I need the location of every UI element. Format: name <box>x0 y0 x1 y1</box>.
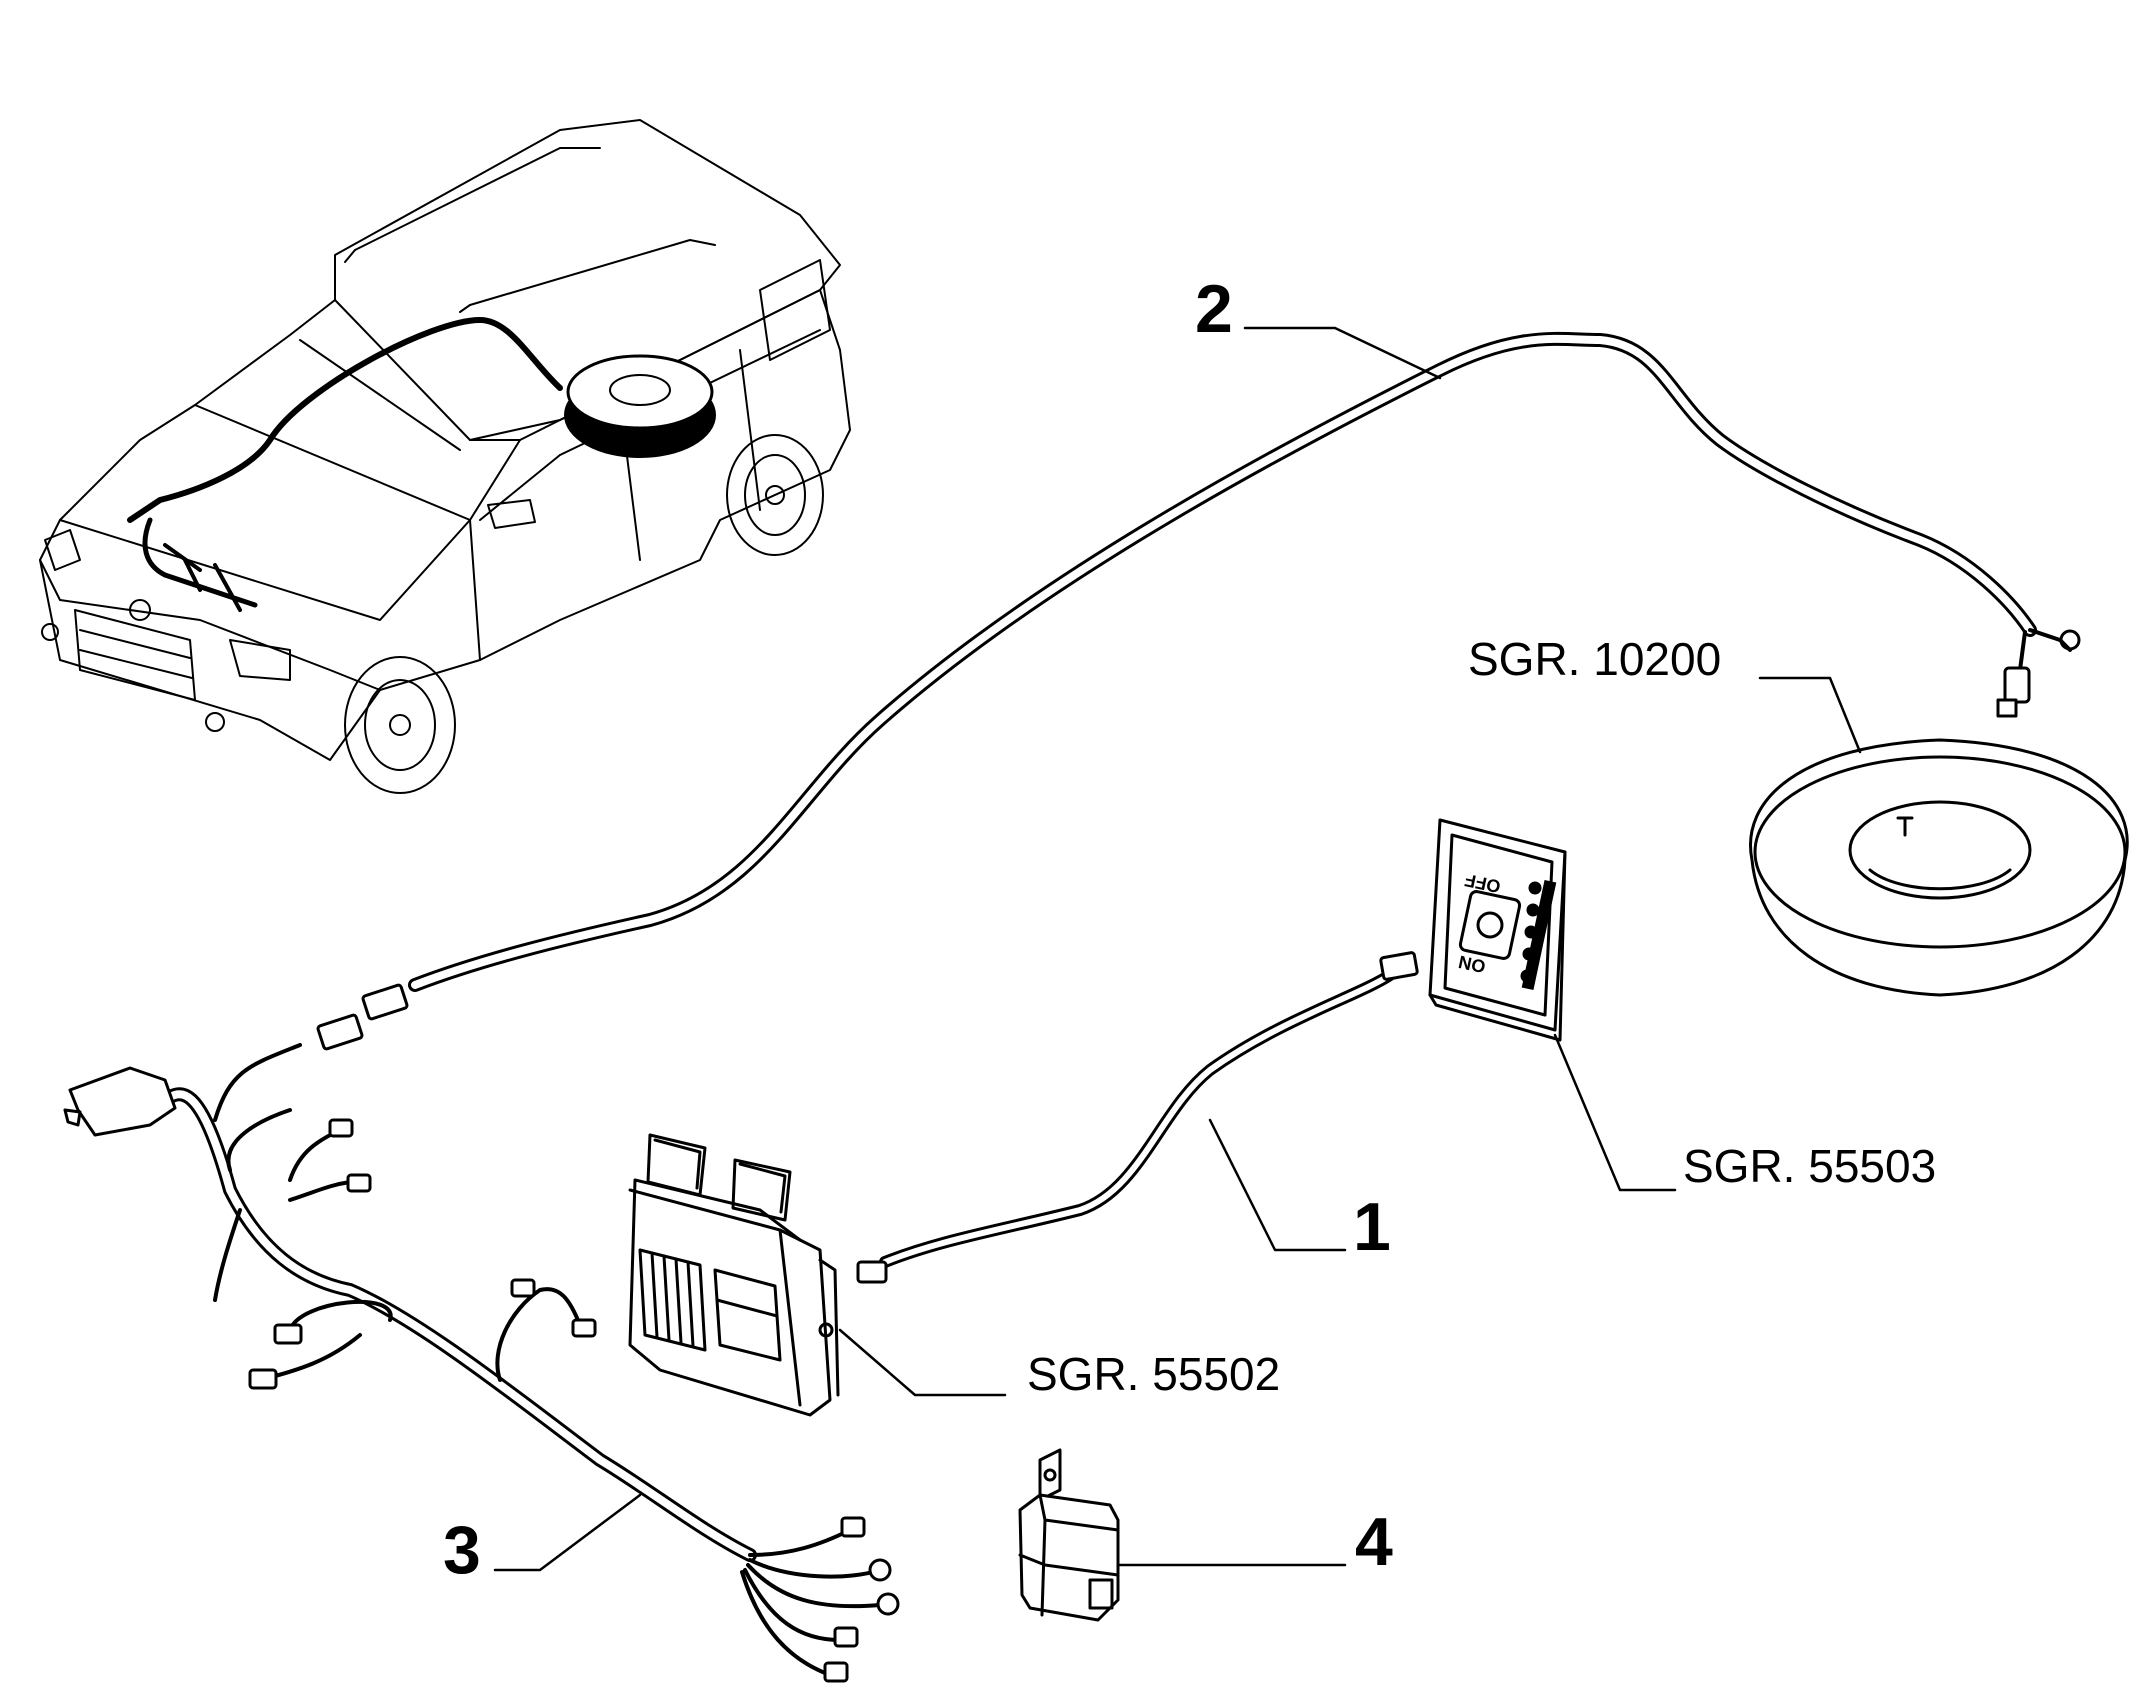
callout-numbers: 2 1 3 4 <box>443 271 1393 1588</box>
harness-1 <box>856 951 1419 1284</box>
selector-switch <box>1428 818 1567 1042</box>
callout-3: 3 <box>443 1512 481 1588</box>
leader-2 <box>1243 326 1442 380</box>
harness-3 <box>63 1066 900 1683</box>
ref-label-ecu: SGR. 55502 <box>1027 1348 1280 1400</box>
leader-lines <box>493 326 1862 1572</box>
ref-label-tank: SGR. 10200 <box>1468 633 1721 685</box>
leader-ecu <box>838 1328 1007 1397</box>
leader-1 <box>1208 1118 1347 1252</box>
callout-1: 1 <box>1353 1189 1391 1265</box>
callout-2: 2 <box>1195 271 1233 347</box>
leader-tank <box>1758 676 1862 754</box>
callout-4: 4 <box>1355 1504 1393 1580</box>
gas-tank <box>1749 738 2129 997</box>
vehicle-illustration <box>39 119 851 794</box>
reference-labels: SGR. 10200 SGR. 55503 SGR. 55502 <box>1027 633 1936 1400</box>
leader-3 <box>493 1493 642 1572</box>
ref-label-switch: SGR. 55503 <box>1683 1140 1936 1192</box>
leader-switch <box>1553 1033 1677 1192</box>
relay <box>1018 1448 1120 1622</box>
harness-2 <box>213 331 2081 1122</box>
ecu-box <box>628 1133 840 1417</box>
